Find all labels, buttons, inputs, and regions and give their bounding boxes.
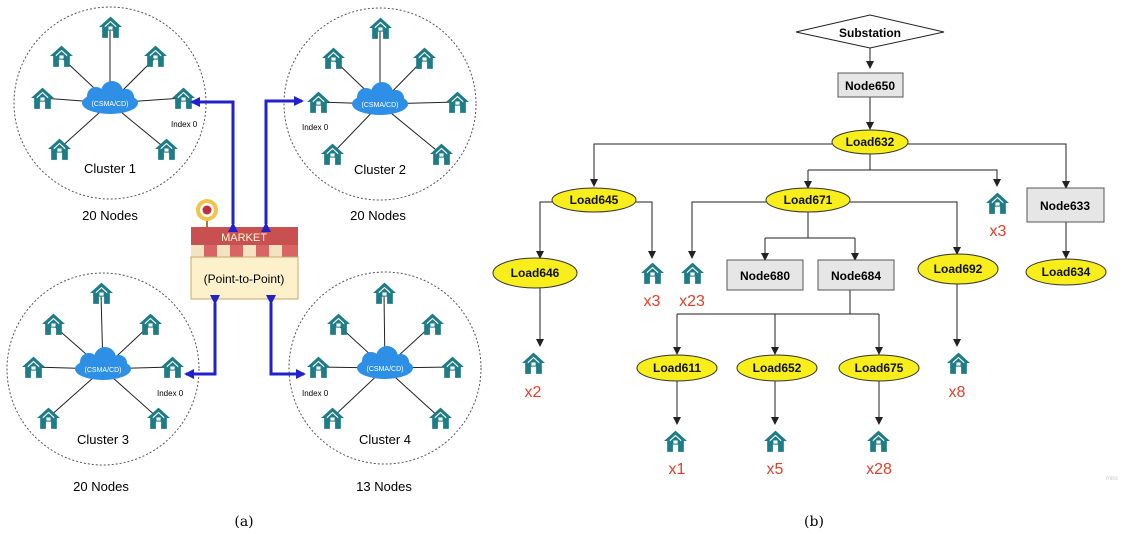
index-label: Index 0	[302, 123, 329, 132]
cloud-icon	[357, 346, 413, 379]
cluster-label: Cluster 4	[359, 432, 411, 447]
load-652: Load652	[736, 354, 818, 382]
cluster-2: (CSMA/CD) Index 0 Cluster 2	[283, 7, 477, 201]
house-icon	[139, 313, 162, 335]
load-632-label: Load632	[846, 135, 895, 149]
house-icon	[322, 47, 345, 69]
cluster-label: Cluster 3	[77, 432, 129, 447]
house-icon	[947, 352, 970, 374]
house-icon	[441, 356, 464, 378]
load-671-label: Load671	[784, 193, 833, 207]
network-label: (CSMA/CD)	[85, 367, 122, 374]
node-count: 20 Nodes	[73, 479, 129, 494]
load-645-label: Load645	[570, 193, 619, 207]
load-646: Load646	[492, 257, 578, 289]
house-icon	[307, 91, 330, 113]
node-count: 20 Nodes	[350, 208, 406, 223]
load-671: Load671	[765, 187, 851, 213]
cloud-icon	[352, 82, 408, 115]
multiplier-692: x8	[949, 384, 966, 401]
node-684-label: Node684	[831, 269, 881, 283]
awning	[191, 245, 298, 257]
watermark: miro	[1106, 476, 1118, 482]
node-650-label: Node650	[845, 79, 895, 93]
tree-connectors	[536, 48, 1070, 425]
house-icon	[413, 47, 436, 69]
house-icon	[144, 45, 167, 67]
multiplier-646: x2	[525, 384, 542, 401]
map-pin-icon	[196, 199, 218, 229]
point-to-point-label: (Point-to-Point)	[204, 272, 285, 286]
node-633: Node633	[1026, 187, 1105, 223]
node-684: Node684	[817, 259, 895, 291]
network-label: (CSMA/CD)	[367, 366, 404, 373]
cluster-label: Cluster 1	[84, 161, 136, 176]
multiplier-645: x3	[644, 293, 661, 310]
cluster-label: Cluster 2	[354, 162, 406, 177]
cluster-3: (CSMA/CD) Index 0 Cluster 3	[6, 272, 200, 466]
market-title: MARKET	[221, 232, 267, 244]
caption-a: (a)	[234, 514, 253, 530]
house-icon	[446, 91, 469, 113]
load-632: Load632	[831, 129, 909, 155]
house-icon	[986, 192, 1009, 214]
load-692: Load692	[917, 253, 999, 285]
substation: Substation	[795, 14, 945, 49]
multiplier-675: x28	[866, 461, 892, 478]
node-633-label: Node633	[1040, 199, 1090, 213]
house-icon	[321, 143, 344, 165]
multiplier-611: x1	[669, 461, 686, 478]
load-611: Load611	[636, 354, 718, 382]
load-645: Load645	[551, 187, 637, 213]
caption-b: (b)	[804, 514, 824, 530]
house-icon	[321, 407, 344, 429]
link-arrows	[184, 96, 306, 379]
load-675: Load675	[838, 354, 920, 382]
house-icon	[421, 313, 444, 335]
house-icon	[664, 430, 687, 452]
cloud-icon	[75, 347, 131, 380]
substation-label: Substation	[839, 26, 901, 40]
house-icon	[327, 313, 350, 335]
node-680-label: Node680	[740, 269, 790, 283]
house-icon	[22, 356, 45, 378]
house-icon	[641, 262, 664, 284]
index-label: Index 0	[157, 389, 184, 398]
load-646-label: Load646	[511, 266, 560, 280]
cluster-1: (CSMA/CD) Index 0 Cluster 1	[13, 6, 207, 200]
multiplier-632: x3	[990, 223, 1007, 240]
house-icon	[681, 262, 704, 284]
house-icon	[307, 356, 330, 378]
house-icon	[31, 87, 54, 109]
network-label: (CSMA/CD)	[362, 102, 399, 109]
load-675-label: Load675	[855, 361, 904, 375]
network-label: (CSMA/CD)	[92, 101, 129, 108]
multiplier-652: x5	[767, 461, 784, 478]
house-icon	[764, 430, 787, 452]
house-icon	[430, 143, 453, 165]
index-label: Index 0	[171, 120, 198, 129]
house-icon	[172, 87, 195, 109]
node-count: 13 Nodes	[356, 479, 412, 494]
market-hub: MARKET (Point-to-Point)	[190, 199, 299, 300]
load-692-label: Load692	[934, 262, 983, 276]
house-icon	[155, 138, 178, 160]
index-label: Index 0	[302, 389, 329, 398]
load-652-label: Load652	[753, 361, 802, 375]
node-count: 20 Nodes	[82, 208, 138, 223]
node-650: Node650	[837, 72, 904, 98]
multiplier-671: x23	[679, 293, 705, 310]
house-icon	[161, 356, 184, 378]
house-icon	[50, 45, 73, 67]
house-icon	[42, 313, 65, 335]
cluster-4: (CSMA/CD) Index 0 Cluster 4	[288, 271, 482, 465]
load-611-label: Load611	[653, 361, 701, 375]
node-680: Node680	[726, 259, 804, 291]
load-634: Load634	[1025, 258, 1107, 286]
load-634-label: Load634	[1042, 265, 1091, 279]
cloud-icon	[82, 81, 138, 114]
house-icon	[522, 352, 545, 374]
house-icon	[867, 430, 890, 452]
